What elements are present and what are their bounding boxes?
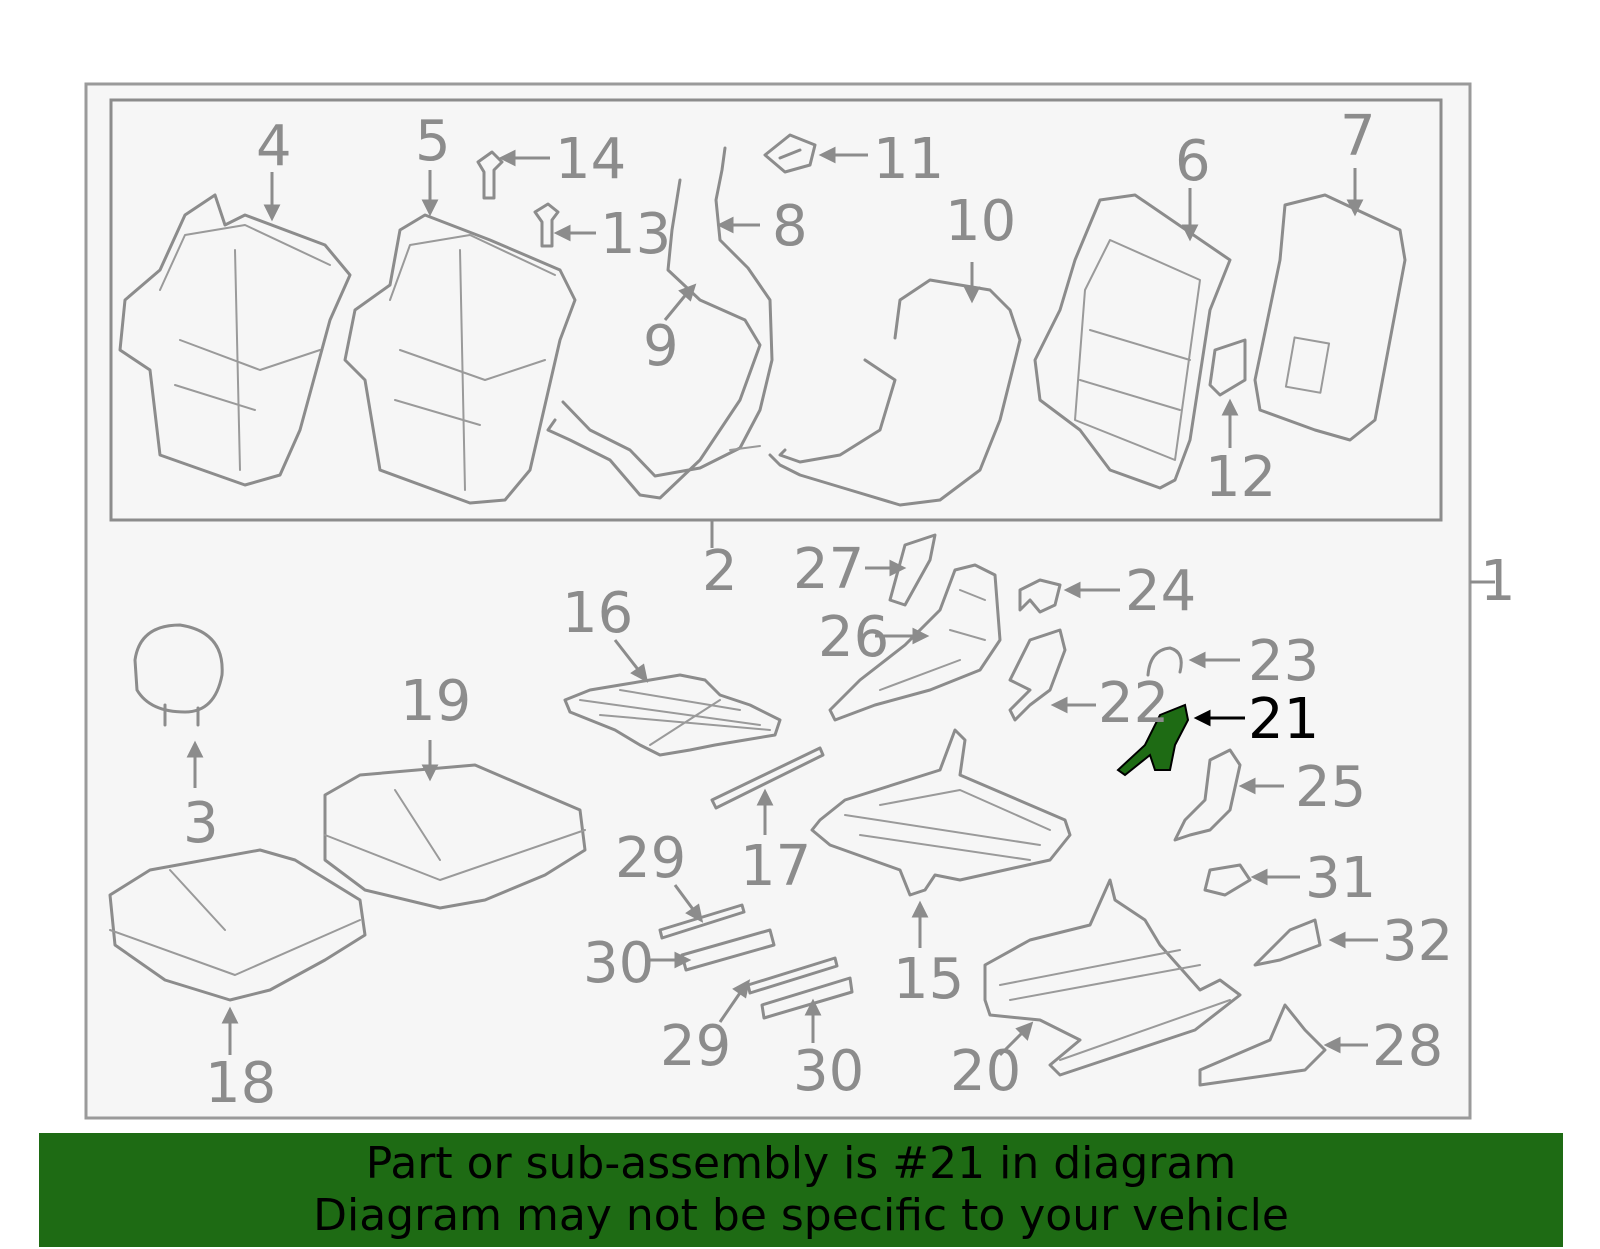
part-15-cushion-frame[interactable] [810, 728, 1072, 897]
part-19-cushion-cover[interactable] [323, 763, 587, 910]
callout-14: 14 [555, 127, 626, 192]
part-28-cover[interactable] [1198, 1003, 1327, 1087]
callout-8: 8 [772, 194, 808, 259]
callout-15: 15 [893, 947, 964, 1012]
part-17-rod[interactable] [710, 746, 825, 810]
callout-27: 27 [793, 537, 864, 602]
part-8-9-cables[interactable] [546, 146, 774, 500]
part-7-back-panel[interactable] [1253, 193, 1407, 442]
part-21-highlighted[interactable] [1116, 703, 1190, 777]
part-3-headrest[interactable] [133, 623, 224, 727]
leader-21 [1193, 709, 1245, 727]
callout-2: 2 [702, 539, 738, 604]
part-14-clip[interactable] [476, 150, 504, 200]
callout-19: 19 [400, 669, 471, 734]
part-11-bezel[interactable] [763, 133, 817, 174]
part-5-seatback-cover[interactable] [343, 213, 577, 505]
callout-31: 31 [1305, 846, 1376, 911]
part-24-cover[interactable] [1018, 578, 1062, 614]
callout-10: 10 [945, 189, 1016, 254]
callout-7: 7 [1340, 104, 1376, 169]
callout-21: 21 [1248, 687, 1319, 752]
callout-22: 22 [1098, 671, 1169, 736]
part-25-cover[interactable] [1173, 748, 1242, 842]
part-30-rail-lower[interactable] [760, 976, 854, 1020]
callout-labels: 1 2 3 4 5 6 7 8 9 10 11 12 13 14 15 16 1… [183, 104, 1516, 1116]
part-10-cable[interactable] [768, 278, 1022, 507]
part-22-bracket[interactable] [1008, 628, 1067, 722]
part-6-seatback-frame[interactable] [1033, 193, 1232, 490]
callout-3: 3 [183, 791, 219, 856]
callout-4: 4 [256, 114, 292, 179]
callout-9: 9 [643, 314, 679, 379]
part-13-clip[interactable] [533, 202, 560, 248]
callout-30b: 30 [793, 1039, 864, 1104]
part-12-knob[interactable] [1208, 338, 1247, 397]
part-29-rail-lower[interactable] [746, 956, 839, 995]
callout-32: 32 [1382, 909, 1453, 974]
leader-lines [186, 146, 1378, 1057]
part-27-trim[interactable] [888, 533, 937, 607]
callout-13: 13 [600, 202, 671, 267]
callout-11: 11 [873, 127, 944, 192]
part-32-bracket[interactable] [1253, 918, 1322, 967]
callout-18: 18 [205, 1051, 276, 1116]
parts-diagram: 1 2 3 4 5 6 7 8 9 10 11 12 13 14 15 16 1… [84, 82, 1516, 1120]
callout-1: 1 [1480, 549, 1516, 614]
callout-24: 24 [1125, 559, 1196, 624]
part-31-bracket[interactable] [1203, 863, 1252, 897]
part-16-springs[interactable] [563, 673, 782, 757]
callout-5: 5 [415, 109, 451, 174]
callout-17: 17 [740, 834, 811, 899]
part-20-adjuster[interactable] [983, 878, 1242, 1077]
banner-line-1: Part or sub-assembly is #21 in diagram [365, 1138, 1237, 1189]
callout-28: 28 [1372, 1014, 1443, 1079]
inner-frame-seatback-group [109, 98, 1443, 522]
callout-23: 23 [1248, 629, 1319, 694]
part-4-seatback-cover[interactable] [118, 193, 352, 487]
info-banner: Part or sub-assembly is #21 in diagram D… [39, 1133, 1563, 1247]
callout-6: 6 [1175, 129, 1211, 194]
part-30-rail-upper[interactable] [680, 928, 776, 972]
callout-25: 25 [1295, 755, 1366, 820]
callout-29a: 29 [615, 826, 686, 891]
part-23-clip[interactable] [1146, 646, 1183, 677]
part-26-side-shield[interactable] [828, 563, 1002, 722]
part-18-cushion-cover[interactable] [108, 848, 367, 1002]
part-29-rail-upper[interactable] [658, 903, 746, 940]
callout-30a: 30 [583, 931, 654, 996]
callout-12: 12 [1205, 445, 1276, 510]
callout-16: 16 [562, 581, 633, 646]
banner-line-2: Diagram may not be specific to your vehi… [313, 1190, 1289, 1241]
callout-26: 26 [818, 605, 889, 670]
callout-20: 20 [950, 1039, 1021, 1104]
callout-29b: 29 [660, 1014, 731, 1079]
